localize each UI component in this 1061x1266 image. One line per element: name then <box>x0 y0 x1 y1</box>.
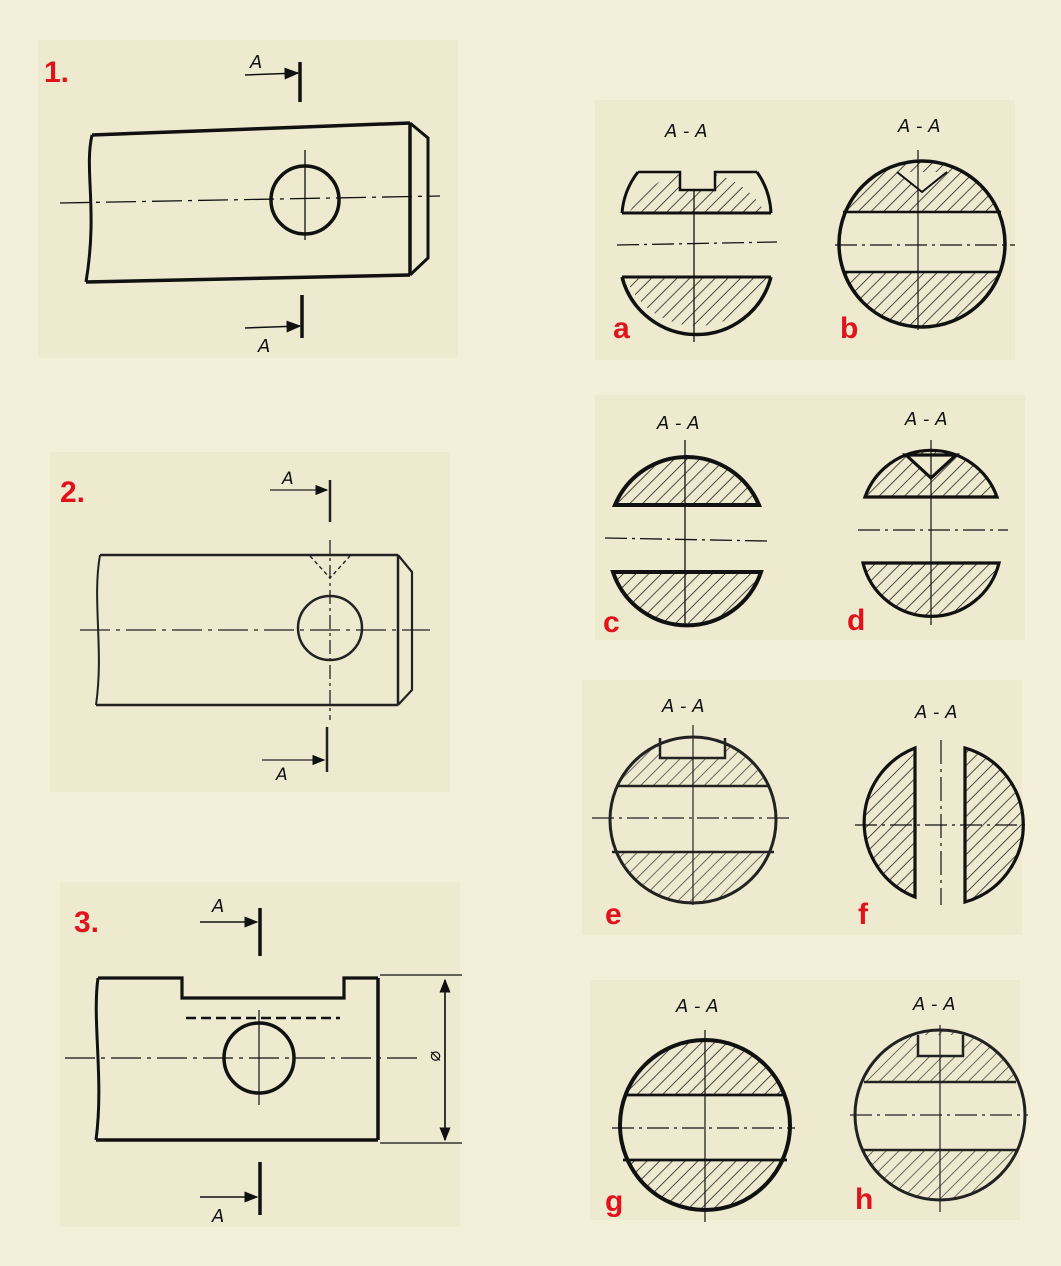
section-a-title: A - A <box>664 121 708 142</box>
section-marker-1-bottom: A <box>257 336 270 357</box>
section-d-drawing <box>858 440 1008 625</box>
section-marker-2-bottom: A <box>275 765 288 785</box>
section-letter-e: e <box>605 898 622 931</box>
section-c-title: A - A <box>656 413 700 434</box>
shaft-view-2 <box>80 480 430 772</box>
problem-number-2: 2. <box>60 476 86 509</box>
section-a-drawing <box>616 170 778 342</box>
section-letter-a: a <box>613 312 630 345</box>
problem-number-3: 3. <box>74 906 100 939</box>
section-marker-2-top: A <box>281 469 294 489</box>
section-h-drawing <box>850 1025 1028 1212</box>
section-g-drawing <box>612 1030 795 1222</box>
section-letter-f: f <box>858 898 868 931</box>
panel-2 <box>50 452 450 792</box>
section-e-drawing <box>592 725 790 905</box>
section-marker-1-top: A <box>249 52 262 73</box>
section-f-title: A - A <box>914 702 958 723</box>
section-c-drawing <box>604 440 768 628</box>
section-e-title: A - A <box>661 696 705 717</box>
section-marker-3-top: A <box>211 896 224 917</box>
section-letter-h: h <box>855 1183 874 1216</box>
section-b-drawing <box>835 150 1015 330</box>
section-marker-3-bottom: A <box>211 1206 224 1227</box>
section-letter-g: g <box>605 1185 624 1218</box>
shaft-view-1 <box>59 62 441 338</box>
section-b-title: A - A <box>897 116 941 137</box>
diameter-symbol: ⌀ <box>424 1051 445 1062</box>
section-letter-c: c <box>603 606 620 639</box>
section-letter-b: b <box>840 312 859 345</box>
section-f-drawing <box>855 740 1025 905</box>
section-d-title: A - A <box>904 409 948 430</box>
section-letter-d: d <box>847 604 866 637</box>
problem-number-1: 1. <box>44 56 70 89</box>
section-h-title: A - A <box>912 994 956 1015</box>
shaft-view-3 <box>65 908 462 1215</box>
section-g-title: A - A <box>675 996 719 1017</box>
